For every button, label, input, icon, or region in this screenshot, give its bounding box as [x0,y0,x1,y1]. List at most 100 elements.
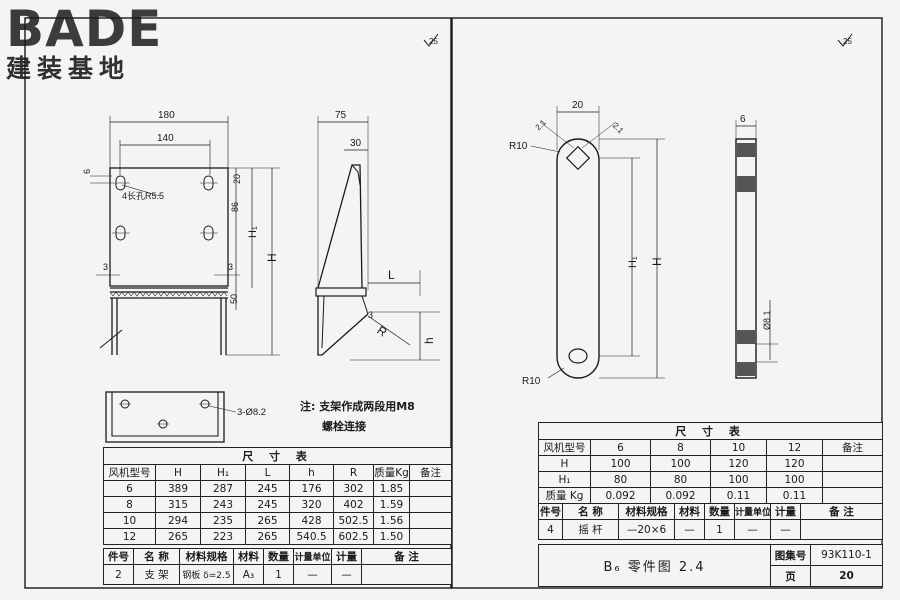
table-header-cell: 材料规格 [179,548,234,565]
table-row: 风机型号 H H₁ L h R 质量Kg 备注 [103,464,453,481]
dim-r10b: R10 [522,376,541,387]
table-cell: 1.59 [373,496,410,513]
table-cell: 100 [590,455,651,472]
table-header-cell: H [155,464,201,481]
table-header-cell: 名 称 [562,503,619,520]
table-header-cell: 备注 [821,439,884,456]
table-cell: 302 [333,480,374,497]
table-cell: 402 [333,496,374,513]
table-cell [800,519,883,540]
dim-hr: H [650,257,664,266]
table-row: 件号 名 称 材料规格 材料 数量 计量单位 计量 备 注 [103,548,452,565]
table-cell: 320 [289,496,334,513]
table-cell [408,496,453,513]
table-cell: 0.11 [710,487,767,504]
table-cell: H₁ [538,471,591,488]
table-cell: 176 [289,480,334,497]
page-number: 20 [810,565,883,587]
table-cell: 540.5 [289,528,334,545]
table-header-cell: 数量 [263,548,294,565]
table-cell: 1.56 [373,512,410,529]
table-cell: 243 [200,496,246,513]
table-cell: H [538,455,591,472]
table-header-cell: 计量单位 [734,503,771,520]
table-cell: 12 [103,528,156,545]
right-size-table: 尺 寸 表 风机型号 6 8 10 12 备注 H 100 100 120 12… [537,422,884,504]
table-cell: — [293,564,332,585]
table-cell: 602.5 [333,528,374,545]
bracket-top-view: 3-Ø8.2 [105,391,266,443]
table-cell: 265 [245,528,290,545]
title-block: B₆ 零件图 2.4 图集号 93K110-1 页 20 [538,544,883,587]
table-header-cell: 材料 [674,503,705,520]
table-header-cell: 计量 [770,503,801,520]
dim-3a: 3 [103,262,108,272]
table-header-cell: R [333,464,374,481]
logo: BADE 建装基地 [6,4,162,84]
drawing-title: B₆ 零件图 2.4 [538,544,771,587]
table-cell: —20×6 [618,519,675,540]
table-header-cell: 数量 [704,503,735,520]
table-row: H 100 100 120 120 [538,455,884,472]
table-header-cell: 10 [710,439,767,456]
table-row: H₁ 80 80 100 100 [538,471,884,488]
page-label: 页 [770,565,811,587]
table-header-cell: 材料 [233,548,264,565]
table-cell [821,471,884,488]
table-cell [408,480,453,497]
table-cell: — [734,519,771,540]
dim-75: 75 [335,110,347,121]
table-cell: 支 架 [133,564,180,585]
slot-label: 4长孔R5.5 [122,190,164,201]
table-cell: 80 [650,471,711,488]
rocker-front-view: 20 2.1 2.1 R10 R10 H₁ H [509,100,665,387]
table-header-cell: 6 [590,439,651,456]
roughness-value-left: 25 [429,37,438,46]
table-cell: 100 [650,455,711,472]
table-cell: 235 [200,512,246,529]
dim-3c: 3 [368,310,373,320]
left-size-table: 尺 寸 表 风机型号 H H₁ L h R 质量Kg 备注 6 389 287 … [102,447,453,545]
table-header-cell: 材料规格 [618,503,675,520]
table-cell: 10 [103,512,156,529]
table-header-cell: 8 [650,439,711,456]
table-cell: 1.50 [373,528,410,545]
dim-6: 6 [82,169,92,174]
table-row: 4 摇 杆 —20×6 — 1 — — [538,519,883,540]
table-cell [821,487,884,504]
table-cell [408,528,453,545]
table-header-cell: 件号 [103,548,134,565]
table-cell: 质量 Kg [538,487,591,504]
table-cell: 265 [155,528,201,545]
bracket-note: 注: 支架作成两段用M8 螺栓连接 [300,398,415,434]
right-parts-table: 件号 名 称 材料规格 材料 数量 计量单位 计量 备 注 4 摇 杆 —20×… [538,503,883,540]
table-header-cell: 件号 [538,503,563,520]
table-cell: 265 [245,512,290,529]
holes-label: 3-Ø8.2 [237,407,266,418]
table-cell: 0.11 [766,487,823,504]
table-cell [408,512,453,529]
dim-180: 180 [158,110,175,121]
roughness-symbol-right: 25 [837,33,852,47]
table-header-cell: h [289,464,334,481]
table-header-cell: 12 [766,439,823,456]
table-row: 10 294 235 265 428 502.5 1.56 [103,512,453,529]
table-cell: — [770,519,801,540]
table-header-cell: 质量Kg [373,464,410,481]
table-cell: 120 [766,455,823,472]
table-cell: 6 [103,480,156,497]
table-header-cell: 风机型号 [103,464,156,481]
table-header-cell: 计量单位 [293,548,332,565]
table-row: 质量 Kg 0.092 0.092 0.11 0.11 [538,487,884,504]
table-cell: 315 [155,496,201,513]
table-cell: 1 [263,564,294,585]
table-cell: 0.092 [650,487,711,504]
note-line-1: 注: 支架作成两段用M8 [300,400,415,413]
table-cell: 389 [155,480,201,497]
dim-20r: 20 [572,100,584,111]
table-cell: 287 [200,480,246,497]
table-cell: 120 [710,455,767,472]
dim-h1r: H₁ [627,256,639,268]
